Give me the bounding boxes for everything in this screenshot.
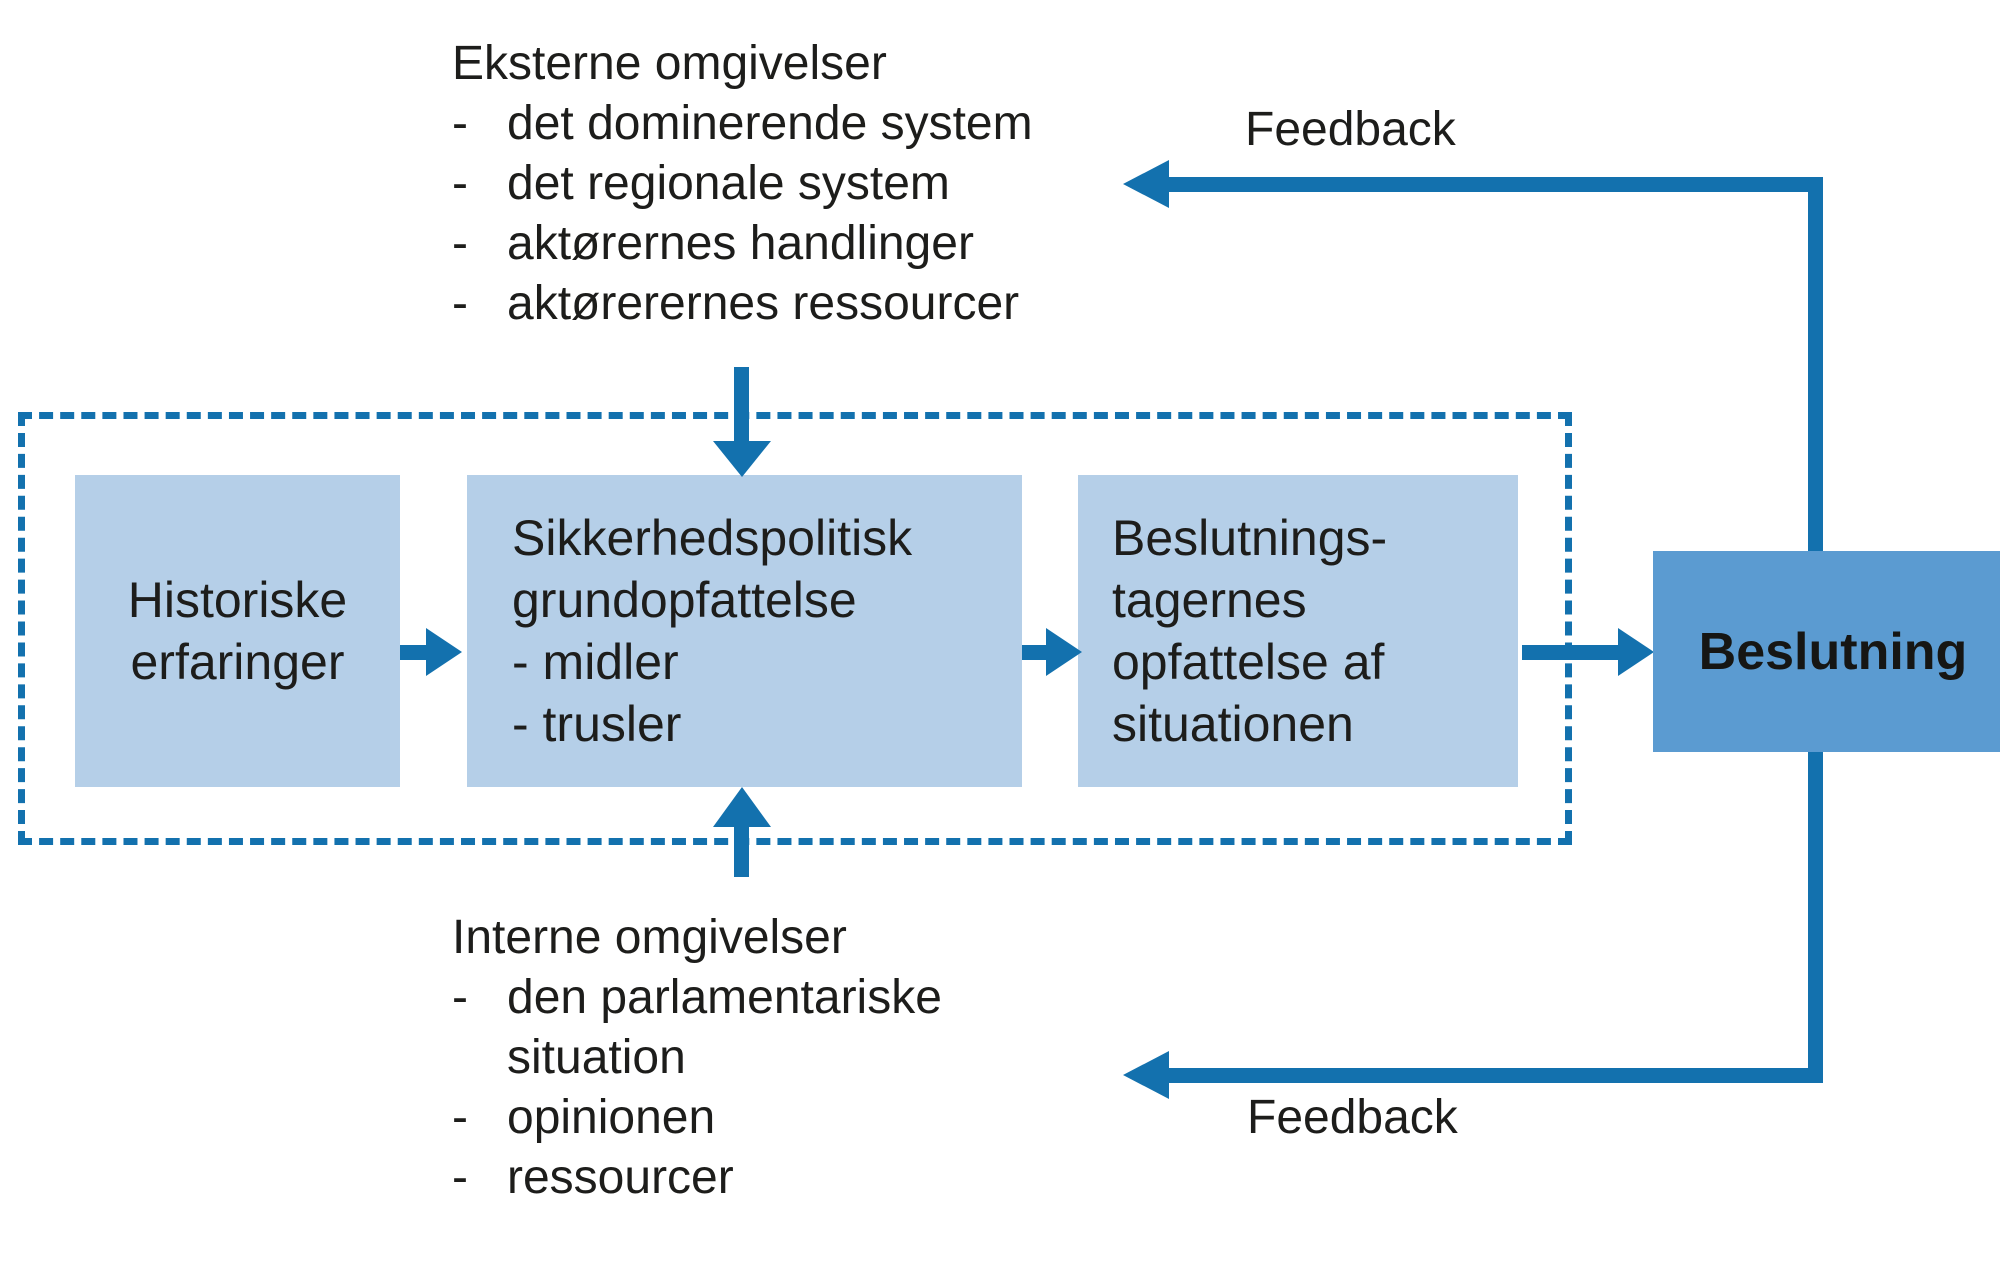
external-env-item: - aktørernes handlinger bbox=[452, 214, 1033, 274]
external-env-item-label: aktørernes handlinger bbox=[507, 217, 974, 270]
item-line: den parlamentariske bbox=[507, 971, 942, 1024]
box-text-line: - trusler bbox=[512, 696, 682, 752]
bullet-dash: - bbox=[452, 971, 468, 1024]
internal-environment-title: Interne omgivelser bbox=[452, 911, 847, 964]
box-text-line: Sikkerhedspolitisk bbox=[512, 510, 913, 566]
bullet-dash: - bbox=[452, 97, 468, 150]
bullet-dash: - bbox=[452, 157, 468, 210]
arrow-perception-to-decision-shaft bbox=[1522, 645, 1618, 660]
arrow-historical-to-security-shaft bbox=[400, 645, 426, 660]
arrow-internal-into-security-shaft bbox=[734, 825, 749, 877]
historical-experience-box: Historiske erfaringer bbox=[75, 475, 400, 787]
arrowhead-right-icon bbox=[1618, 628, 1654, 676]
arrowhead-up-icon bbox=[713, 787, 771, 827]
system-boundary-dashed-box bbox=[18, 412, 1572, 845]
decision-makers-perception-box: Beslutnings- tagernes opfattelse af situ… bbox=[1078, 475, 1518, 787]
arrow-external-into-security-shaft bbox=[734, 367, 749, 443]
internal-env-item: - den parlamentariske situation bbox=[452, 968, 942, 1088]
item-line: situation bbox=[507, 1031, 686, 1084]
box-text-line: tagernes bbox=[1112, 572, 1307, 628]
arrowhead-left-icon bbox=[1123, 1051, 1169, 1099]
security-policy-perception-box: Sikkerhedspolitisk grundopfattelse - mid… bbox=[467, 475, 1022, 787]
external-env-item-label: det regionale system bbox=[507, 157, 950, 210]
box-text-line: Historiske bbox=[127, 572, 348, 628]
arrowhead-down-icon bbox=[713, 441, 771, 477]
box-text-line: - midler bbox=[512, 634, 679, 690]
feedback-top-label: Feedback bbox=[1245, 103, 1456, 156]
internal-env-item: - opinionen bbox=[452, 1088, 942, 1148]
arrowhead-right-icon bbox=[426, 628, 462, 676]
decision-box: Beslutning bbox=[1653, 551, 2000, 752]
external-environment-block: Eksterne omgivelser - det dominerende sy… bbox=[452, 34, 1033, 334]
internal-environment-block: Interne omgivelser - den parlamentariske… bbox=[452, 908, 942, 1208]
bullet-dash: - bbox=[452, 277, 468, 330]
external-environment-title: Eksterne omgivelser bbox=[452, 37, 887, 90]
arrowhead-left-icon bbox=[1123, 160, 1169, 208]
external-env-item-label: aktørerernes ressourcer bbox=[507, 277, 1020, 330]
internal-env-item-label: opinionen bbox=[507, 1091, 716, 1144]
box-text-line: Beslutnings- bbox=[1112, 510, 1388, 566]
feedback-top-line bbox=[1160, 177, 1823, 192]
decision-box-label: Beslutning bbox=[1698, 622, 1968, 681]
bullet-dash: - bbox=[452, 1151, 468, 1204]
internal-env-item-label: den parlamentariske situation bbox=[507, 968, 942, 1088]
arrow-security-to-perception-shaft bbox=[1022, 645, 1046, 660]
external-env-item-label: det dominerende system bbox=[507, 97, 1033, 150]
internal-env-item-label: ressourcer bbox=[507, 1151, 734, 1204]
box-text-line: grundopfattelse bbox=[512, 572, 857, 628]
arrowhead-right-icon bbox=[1046, 628, 1082, 676]
bullet-dash: - bbox=[452, 1091, 468, 1144]
internal-env-item: - ressourcer bbox=[452, 1148, 942, 1208]
feedback-bottom-line bbox=[1160, 1068, 1823, 1083]
external-env-item: - aktørerernes ressourcer bbox=[452, 274, 1033, 334]
box-text-line: situationen bbox=[1112, 696, 1354, 752]
box-text-line: opfattelse af bbox=[1112, 634, 1385, 690]
box-text-line: erfaringer bbox=[130, 634, 345, 690]
external-env-item: - det regionale system bbox=[452, 154, 1033, 214]
external-env-item: - det dominerende system bbox=[452, 94, 1033, 154]
bullet-dash: - bbox=[452, 217, 468, 270]
feedback-bottom-label: Feedback bbox=[1247, 1091, 1458, 1144]
